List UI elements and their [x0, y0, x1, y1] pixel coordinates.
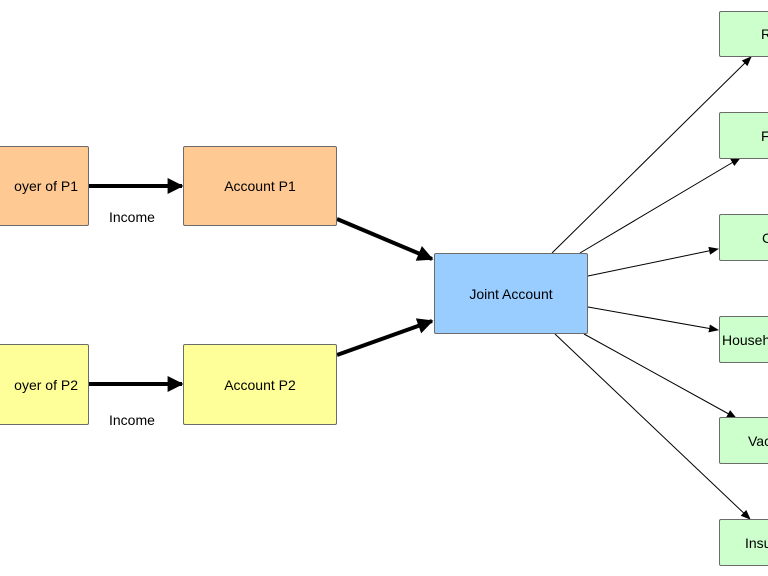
target-node-3: C [719, 214, 768, 261]
edge-joint-to-target-6 [554, 333, 751, 520]
target-node-6: Insu [719, 519, 768, 566]
target-4-label: Househ [722, 331, 768, 348]
account-p2-node: Account P2 [183, 344, 337, 425]
edge-joint-to-target-3 [587, 246, 719, 277]
income-label-p2: Income [109, 412, 155, 428]
account-p1-node: Account P1 [183, 146, 337, 226]
target-node-2: F [719, 112, 768, 159]
target-1-label: R [761, 26, 768, 42]
edge-account-p2-to-joint [336, 318, 434, 357]
edge-joint-to-target-4 [587, 306, 719, 333]
target-node-5: Vac [719, 417, 768, 464]
edge-joint-to-target-1 [551, 56, 752, 254]
joint-account-label: Joint Account [469, 285, 553, 302]
account-p1-label: Account P1 [224, 178, 296, 194]
target-3-label: C [762, 230, 768, 246]
target-2-label: F [761, 128, 768, 144]
employer-p2-node: oyer of P2 [0, 344, 89, 425]
employer-p1-label: oyer of P1 [14, 178, 78, 194]
income-label-p1: Income [109, 209, 155, 225]
edge-joint-to-target-5 [583, 333, 737, 419]
account-p2-label: Account P2 [224, 376, 296, 393]
employer-p2-label: oyer of P2 [14, 376, 78, 393]
edge-account-p1-to-joint [336, 217, 434, 261]
joint-account-node: Joint Account [434, 253, 588, 334]
target-5-label: Vac [748, 432, 768, 449]
employer-p1-node: oyer of P1 [0, 146, 89, 226]
target-6-label: Insu [745, 534, 768, 551]
target-node-1: R [719, 11, 768, 57]
target-node-4: Househ [719, 316, 768, 363]
edge-joint-to-target-2 [579, 157, 741, 254]
